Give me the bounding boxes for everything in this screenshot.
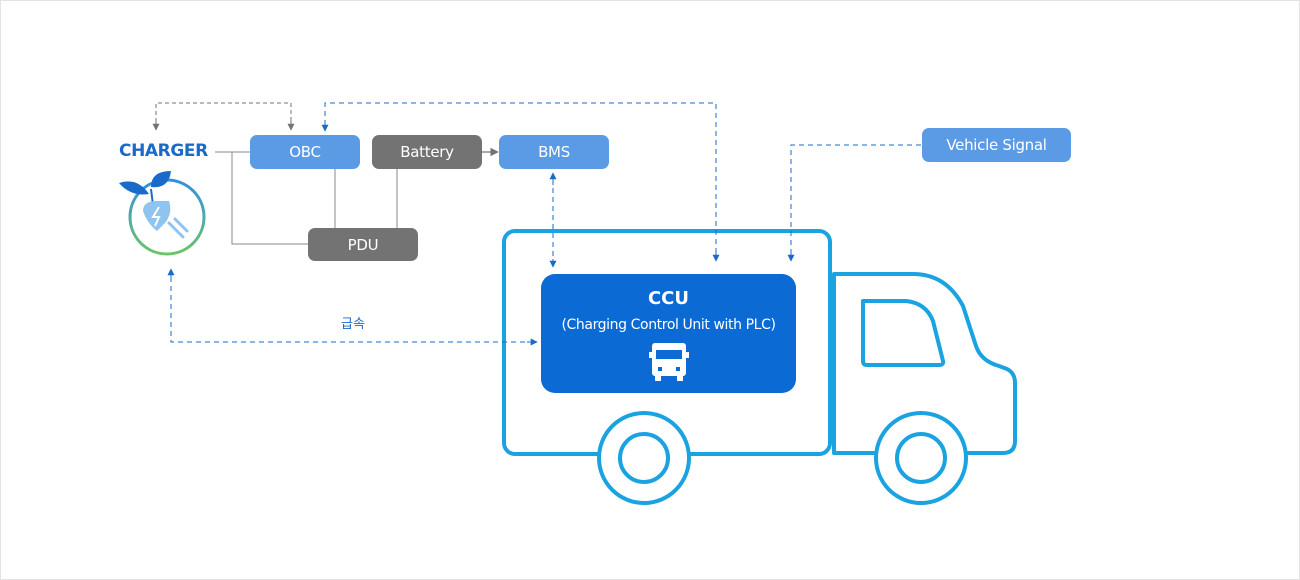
vehicle-signal-ccu-dashed bbox=[790, 144, 921, 253]
bus-icon bbox=[649, 343, 689, 381]
truck-wheel-rear bbox=[874, 411, 968, 505]
ccu-subtitle: (Charging Control Unit with PLC) bbox=[561, 317, 776, 333]
vehicle-signal-block: Vehicle Signal bbox=[922, 128, 1071, 162]
charger-obc-dashed bbox=[155, 102, 292, 129]
charger-ccu-dashed bbox=[170, 277, 531, 343]
power-wiring bbox=[215, 151, 398, 245]
obc-block: OBC bbox=[250, 135, 360, 169]
ccu-title: CCU bbox=[647, 288, 690, 309]
fast-charge-label: 급속 bbox=[341, 317, 365, 332]
bms-block: BMS bbox=[499, 135, 609, 169]
truck-wheel-front bbox=[597, 411, 691, 505]
battery-block: Battery bbox=[372, 135, 482, 169]
ccu-box bbox=[541, 274, 796, 393]
leaf-plug-icon bbox=[119, 171, 206, 256]
charger-label: CHARGER bbox=[119, 141, 208, 161]
pdu-block: PDU bbox=[308, 228, 418, 261]
obc-ccu-dashed bbox=[324, 102, 717, 253]
